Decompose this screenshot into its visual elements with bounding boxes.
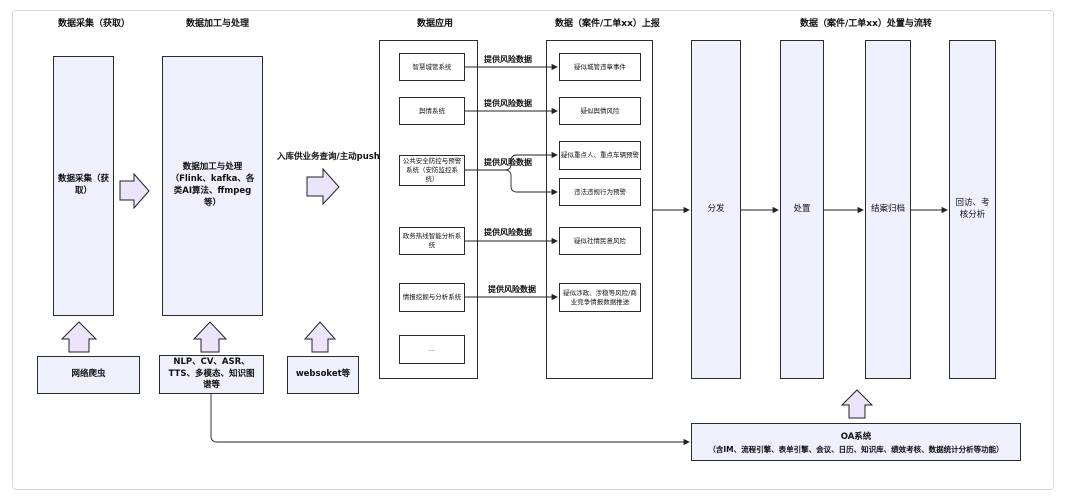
header-process: 数据加工与处理 bbox=[186, 19, 250, 29]
header-collect: 数据采集（获取） bbox=[58, 19, 131, 29]
apps-container bbox=[379, 40, 478, 379]
report-item: 疑似涉政、涉稳等风险/商业竞争情报数据推送 bbox=[559, 283, 641, 312]
process-source-box: NLP、CV、ASR、TTS、多模态、知识图谱等 bbox=[159, 355, 264, 394]
report-item: 疑似城管违章事件 bbox=[559, 53, 641, 81]
app-item: 政务热线智能分析系统 bbox=[399, 227, 465, 255]
header-flow: 数据（案件/工单xx）处置与流转 bbox=[800, 19, 932, 29]
provide-risk-label: 提供风险数据 bbox=[484, 55, 532, 64]
block-arrow-right bbox=[306, 167, 340, 206]
diagram-frame bbox=[12, 10, 1054, 490]
report-item: 违法违规行为预警 bbox=[559, 178, 641, 206]
report-item: 疑似舆情风险 bbox=[559, 97, 641, 125]
block-arrow-right bbox=[119, 172, 150, 210]
app-item: 舆情系统 bbox=[399, 97, 465, 125]
report-item: 疑似社情民意风险 bbox=[559, 227, 641, 255]
provide-risk-label: 提供风险数据 bbox=[484, 158, 532, 167]
app-item: 公共安全防控与预警系统（安防监控系统） bbox=[399, 155, 465, 186]
header-report: 数据（案件/工单xx）上报 bbox=[555, 19, 660, 29]
provide-risk-label: 提供风险数据 bbox=[484, 228, 532, 237]
process-main-box: 数据加工与处理 （Flink、kafka、各类AI算法、ffmpeg等） bbox=[162, 56, 263, 316]
storage-label: 入库供业务查询/主动push bbox=[277, 152, 380, 162]
oa-title: OA系统 bbox=[840, 431, 872, 442]
block-arrow-up bbox=[840, 389, 874, 419]
provide-risk-label: 提供风险数据 bbox=[488, 285, 536, 294]
collect-source-box: 网络爬虫 bbox=[37, 356, 140, 394]
report-item: 疑似重点人、重点车辆预警 bbox=[559, 141, 641, 170]
connector-line bbox=[465, 151, 558, 171]
oa-subtitle: （含IM、流程引擎、表单引擎、会议、日历、知识库、绩效考核、数据统计分析等功能） bbox=[708, 444, 1004, 454]
block-arrow-up bbox=[303, 321, 337, 353]
flow-stage-archive: 结案归档 bbox=[865, 40, 911, 379]
connector-line bbox=[465, 169, 558, 196]
collect-main-box: 数据采集（获取） bbox=[53, 56, 114, 316]
flow-stage-dispatch: 分发 bbox=[691, 40, 741, 379]
header-apps: 数据应用 bbox=[417, 19, 454, 29]
app-item: 智慧城管系统 bbox=[399, 53, 465, 81]
block-arrow-up bbox=[192, 321, 228, 353]
flow-stage-handle: 处置 bbox=[780, 40, 824, 379]
flow-stage-review: 回访、考核分析 bbox=[949, 40, 996, 379]
provide-risk-label: 提供风险数据 bbox=[484, 99, 532, 108]
block-arrow-up bbox=[60, 321, 98, 353]
oa-system-box: OA系统 （含IM、流程引擎、表单引擎、会议、日历、知识库、绩效考核、数据统计分… bbox=[691, 423, 1021, 461]
app-item: ... bbox=[399, 335, 465, 364]
connector-line bbox=[210, 394, 690, 446]
report-container bbox=[546, 40, 653, 379]
app-item: 情报挖掘与分析系统 bbox=[399, 283, 465, 312]
storage-source-box: websoket等 bbox=[287, 356, 359, 394]
